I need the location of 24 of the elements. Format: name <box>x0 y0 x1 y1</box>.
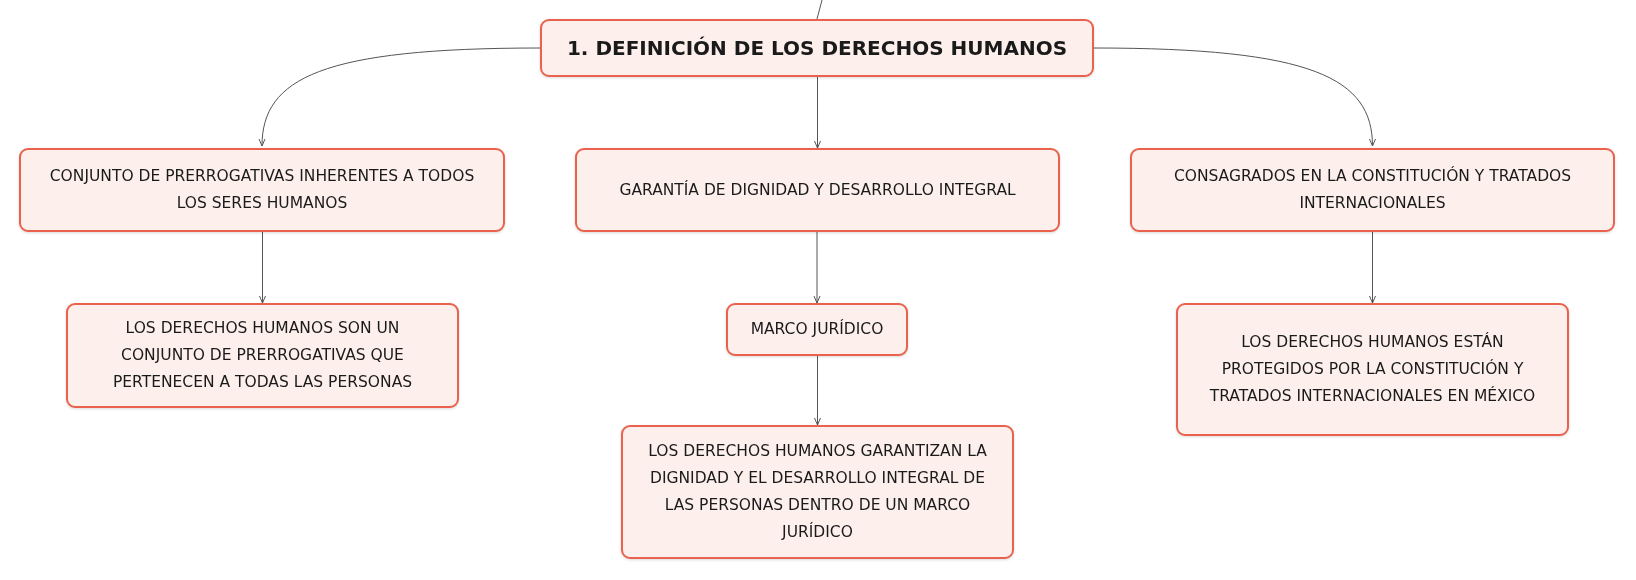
arrow <box>814 76 821 149</box>
concept-box <box>621 425 1014 559</box>
title-box <box>540 19 1094 77</box>
concept-box <box>575 148 1060 232</box>
node-text: CONJUNTO DE PRERROGATIVAS INHERENTES A TODOS LOS SERES HUMANOS <box>48 166 476 214</box>
node-text: LOS DERECHOS HUMANOS GARANTIZAN LA DIGNIDAD Y EL DESARROLLO INTEGRAL DE LAS PERSONAS DENTRO DE UN MARCO JURÍDICO <box>647 441 988 543</box>
node-text: CONSAGRADOS EN LA CONSTITUCIÓN Y TRATADOS INTERNACIONALES <box>1172 165 1573 214</box>
concept-box <box>726 303 908 356</box>
connector-line <box>816 0 823 20</box>
concept-box <box>19 148 505 232</box>
node-text: 1. DEFINICIÓN DE LOS DERECHOS HUMANOS <box>566 34 1068 62</box>
concept-box <box>1176 303 1569 436</box>
arrow <box>813 231 821 304</box>
concept-box <box>66 303 459 408</box>
concept-box <box>1130 148 1615 232</box>
arrow <box>259 47 541 147</box>
node-text: MARCO JURÍDICO <box>750 318 884 340</box>
arrow <box>259 231 266 304</box>
node-text: LOS DERECHOS HUMANOS ESTÁN PROTEGIDOS POR LA CONSTITUCIÓN Y TRATADOS INTERNACIONALES EN MÉXICO <box>1208 331 1537 407</box>
arrow <box>1369 231 1376 304</box>
node-text: LOS DERECHOS HUMANOS SON UN CONJUNTO DE PRERROGATIVAS QUE PERTENECEN A TODAS LAS PERSONAS <box>111 318 414 393</box>
arrow <box>814 355 821 426</box>
arrow <box>1093 47 1376 147</box>
node-text: GARANTÍA DE DIGNIDAD Y DESARROLLO INTEGRAL <box>619 179 1016 201</box>
